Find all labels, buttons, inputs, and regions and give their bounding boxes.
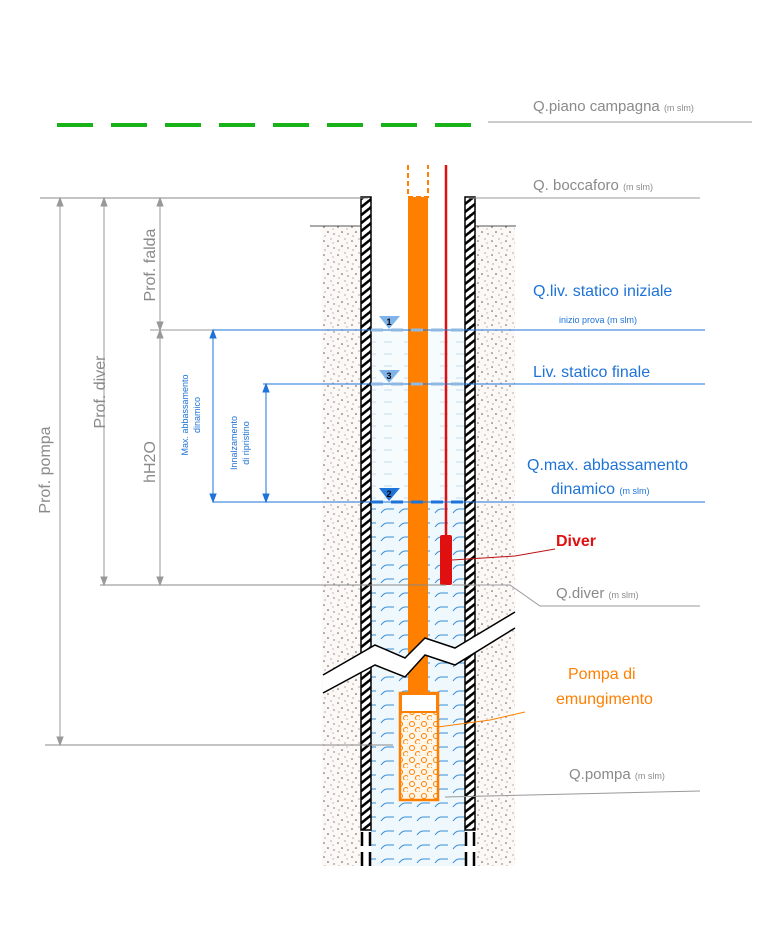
label-pompa-2: emungimento [556, 691, 653, 708]
label-q-diver: Q.diver (m slm) [556, 585, 639, 602]
dim-max-abbassamento-2: dinamico [192, 397, 202, 433]
label-liv-statico-iniziale: Q.liv. statico iniziale [533, 283, 672, 300]
pump [398, 691, 440, 802]
break-symbol [322, 611, 516, 694]
label-diver: Diver [556, 533, 596, 550]
label-inizio-prova: inizio prova (m slm) [559, 315, 637, 325]
casing-left [360, 196, 372, 831]
soil-right [475, 226, 515, 866]
dim-innalzamento-2: di ripristino [241, 421, 251, 465]
dim-prof-diver: Prof. diver [92, 355, 109, 429]
level-2: 2 [213, 488, 705, 504]
diver-sensor [440, 535, 452, 585]
soil-left [322, 226, 361, 866]
label-piano-campagna: Q.piano campagna (m slm) [533, 98, 694, 115]
level-1: 1 [213, 316, 705, 332]
label-max-abbassamento-2: dinamico (m slm) [551, 481, 649, 498]
label-q-pompa: Q.pompa (m slm) [569, 766, 665, 783]
dim-prof-pompa: Prof. pompa [37, 426, 54, 513]
label-max-abbassamento: Q.max. abbassamento [527, 457, 688, 474]
dim-hh2o: hH2O [142, 441, 159, 483]
label-boccaforo: Q. boccaforo (m slm) [533, 177, 653, 194]
dim-prof-falda: Prof. falda [142, 228, 159, 301]
level-3: 3 [263, 370, 705, 386]
svg-text:2: 2 [386, 489, 391, 499]
svg-text:1: 1 [386, 317, 391, 327]
dim-innalzamento: Innalzamento [229, 416, 239, 470]
dim-max-abbassamento: Max. abbassamento [180, 374, 190, 455]
casing-right [464, 196, 476, 831]
label-pompa: Pompa di [568, 666, 636, 683]
label-liv-statico-finale: Liv. statico finale [533, 364, 650, 381]
pump-pipe [407, 165, 429, 693]
svg-text:3: 3 [386, 371, 391, 381]
